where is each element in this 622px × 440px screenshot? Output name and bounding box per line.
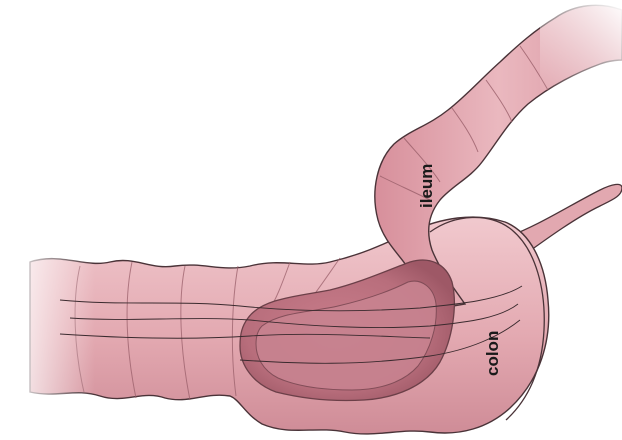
colon-label: colon: [483, 331, 502, 376]
colon-left-fade: [0, 240, 95, 420]
ileum-label: ileum: [417, 164, 436, 208]
ileum-top-fade: [540, 0, 622, 90]
